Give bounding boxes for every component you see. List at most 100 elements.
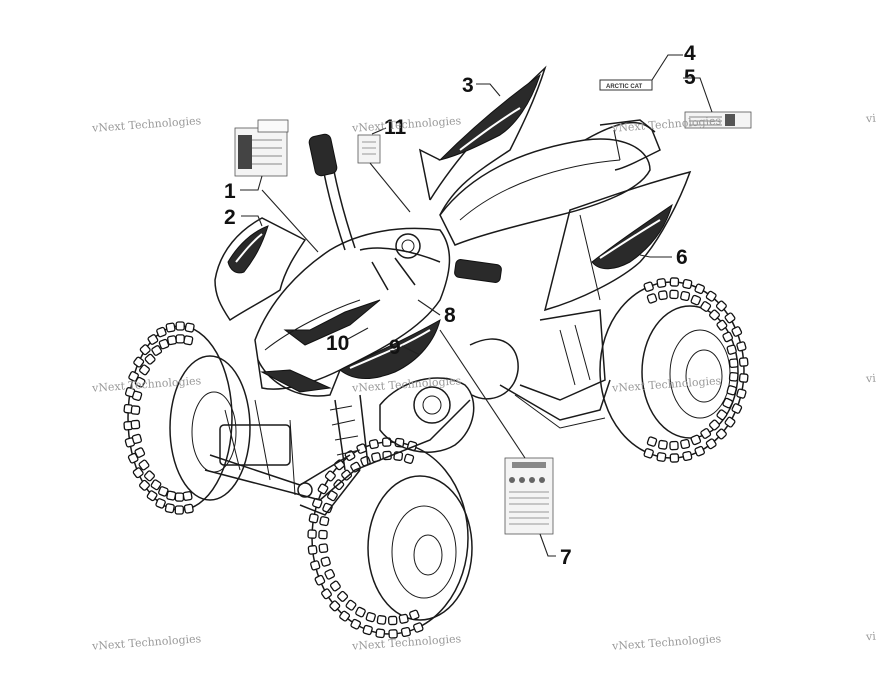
- tire-lug: [174, 492, 185, 502]
- tire-lug: [716, 319, 728, 331]
- tire-lug: [398, 613, 409, 624]
- tire-lug: [726, 385, 737, 396]
- tire-lug: [736, 388, 747, 399]
- tire-lug: [327, 490, 338, 502]
- tire-lug: [700, 428, 712, 439]
- tire-lug: [182, 491, 193, 501]
- tire-lug: [318, 543, 329, 554]
- tire-lug: [731, 326, 743, 337]
- atv-body: [214, 65, 692, 397]
- tire-lug: [656, 452, 667, 462]
- handlebars: [308, 133, 502, 291]
- tire-lug: [130, 419, 141, 430]
- tire-lug: [174, 505, 184, 515]
- tire-lug: [700, 301, 712, 312]
- tire-lug: [669, 289, 679, 300]
- callout-3: 3: [462, 74, 474, 97]
- tire-lug: [715, 300, 727, 312]
- callout-10: 10: [326, 332, 349, 355]
- tire-lug: [690, 294, 702, 306]
- tire-lug: [318, 529, 328, 540]
- tire-lug: [722, 397, 734, 409]
- tire-lug: [310, 560, 321, 571]
- tire-lug: [175, 334, 185, 344]
- tire-lug: [165, 322, 176, 333]
- tire-lug: [345, 599, 357, 611]
- tire-lug: [376, 615, 387, 625]
- tire-lug: [319, 516, 330, 527]
- tire-lug: [722, 331, 734, 343]
- decal-1-warning-label: [234, 119, 289, 177]
- tire-lug: [158, 486, 169, 497]
- tire-tread-lugs: [123, 277, 749, 639]
- tire-lug: [134, 447, 146, 458]
- tire-lug: [387, 615, 398, 626]
- tire-lug: [657, 439, 668, 450]
- tire-lug: [409, 609, 420, 621]
- tire-lug: [139, 344, 151, 356]
- tire-lug: [669, 453, 680, 463]
- tire-lug: [724, 416, 736, 428]
- tire-lug: [175, 321, 185, 331]
- tire-lug: [724, 312, 736, 324]
- tire-lug: [726, 344, 737, 355]
- decal-7-warning-label: [504, 457, 554, 535]
- tire-lug: [321, 588, 332, 600]
- callout-1: 1: [224, 180, 236, 203]
- tire-lug: [680, 438, 691, 450]
- tire-lug: [156, 326, 167, 338]
- tire-lug: [413, 622, 424, 633]
- tire-lug: [375, 628, 386, 639]
- tire-lug: [131, 433, 143, 445]
- tire-lug: [738, 357, 749, 367]
- tire-lug: [362, 624, 373, 636]
- tire-lug: [705, 290, 717, 302]
- tire-lug: [715, 428, 727, 440]
- tire-lug: [133, 356, 145, 368]
- tire-lug: [341, 469, 353, 481]
- tire-lug: [368, 439, 379, 450]
- callout-numbers: 1 2 3 4 5 6 7 8 9 10 11: [224, 42, 696, 569]
- tire-lug: [728, 358, 739, 369]
- tire-lug: [716, 409, 728, 421]
- tire-lug: [324, 470, 336, 482]
- tire-lug: [322, 502, 333, 514]
- callout-6: 6: [676, 246, 688, 269]
- tire-lug: [669, 440, 679, 451]
- tire-lug: [738, 373, 749, 383]
- tire-lug: [166, 490, 177, 501]
- tire-lug: [646, 293, 658, 304]
- tire-lug: [682, 278, 693, 290]
- tire-lug: [646, 436, 658, 447]
- decal-5-label: [684, 111, 752, 129]
- tire-lug: [307, 529, 317, 539]
- tire-lug: [320, 556, 331, 567]
- tire-lug: [709, 419, 720, 431]
- tire-lug: [643, 448, 654, 459]
- tire-lug: [139, 479, 150, 491]
- tire-lug: [329, 600, 341, 612]
- tire-lug: [339, 610, 351, 622]
- tire-lug: [324, 568, 336, 580]
- decal-4-brand-label: ARCTIC CAT: [599, 79, 653, 91]
- tire-lug: [656, 278, 667, 288]
- tire-lug: [147, 334, 159, 345]
- tire-lug: [657, 290, 668, 301]
- tire-lug: [643, 281, 654, 292]
- tire-lug: [314, 574, 326, 586]
- tire-lug: [150, 479, 162, 491]
- tire-lug: [680, 290, 691, 302]
- tire-lug: [728, 371, 739, 382]
- tire-lug: [669, 277, 680, 287]
- tire-lug: [183, 503, 194, 514]
- tire-lug: [151, 345, 163, 356]
- tire-lug: [736, 341, 747, 352]
- tire-lug: [694, 283, 705, 295]
- tire-lug: [403, 453, 415, 464]
- tire-lug: [694, 445, 705, 457]
- tire-lug: [183, 335, 194, 346]
- tire-lug: [131, 390, 143, 401]
- tire-lug: [130, 405, 141, 415]
- callout-8: 8: [444, 304, 456, 327]
